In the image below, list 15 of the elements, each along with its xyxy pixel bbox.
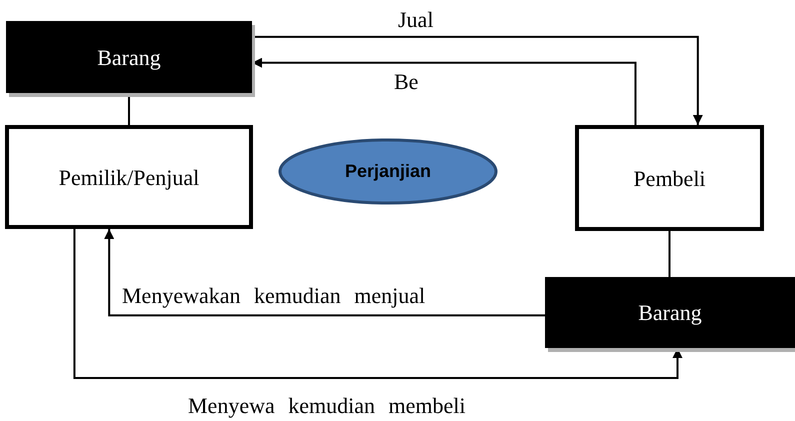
process-box [575, 125, 764, 231]
node-label: Pembeli [633, 164, 706, 192]
arrow [104, 229, 545, 316]
node-label: Perjanjian [344, 160, 432, 183]
process-box [5, 125, 253, 229]
node-label: Barang [97, 44, 161, 72]
node-label: Pemilik/Penjual [58, 164, 200, 192]
arrow [252, 36, 703, 125]
arrow [73, 229, 682, 379]
dark-box [545, 277, 795, 348]
dark-box [6, 21, 252, 93]
connector-line [668, 231, 670, 277]
arrow [252, 58, 636, 125]
node-label: Barang [638, 299, 702, 327]
ellipse-node [278, 138, 498, 205]
